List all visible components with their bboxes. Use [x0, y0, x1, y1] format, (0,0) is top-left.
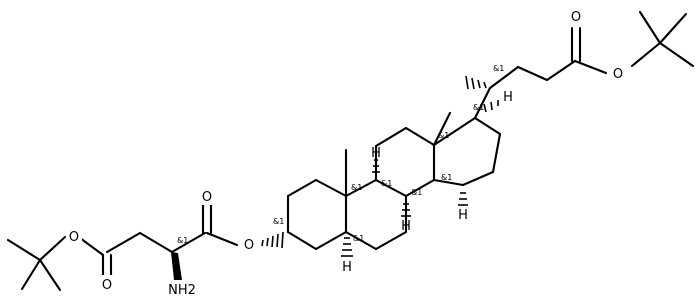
atom-h-c5: H [342, 260, 352, 275]
atom-h-c17: H [503, 90, 513, 105]
atom-o-ester-link: O [238, 236, 260, 253]
stereo-label-c10: &1 [351, 183, 362, 192]
svg-text:O: O [69, 230, 79, 245]
svg-text:O: O [613, 67, 623, 82]
stereo-label-c3: &1 [273, 217, 284, 226]
svg-text:NH2: NH2 [168, 283, 196, 298]
stereo-label-c9: &1 [381, 179, 392, 188]
atom-o-aspartate-carbonyl: O [99, 275, 115, 293]
svg-text:O: O [244, 238, 254, 253]
atom-amine: NH2 [165, 280, 199, 298]
stereo-label-c17: &1 [473, 103, 484, 112]
atom-labels: O O NH2 O O O O H H H H H [66, 8, 629, 298]
atom-o-side-chain-link: O [607, 65, 629, 82]
svg-text:O: O [202, 190, 212, 205]
stereo-label-alpha-carbon: &1 [177, 236, 188, 245]
stereo-label-c14: &1 [441, 173, 452, 182]
bond-skeleton [6, 10, 695, 292]
stereo-label-c13: &1 [438, 131, 449, 140]
stereo-label-c8: &1 [411, 188, 422, 197]
stereo-labels: &1 &1 &1 &1 &1 &1 &1 &1 &1 &1 [177, 64, 504, 245]
atom-h-c14: H [458, 208, 468, 223]
atom-h-c8: H [401, 219, 411, 234]
svg-text:O: O [571, 10, 581, 25]
svg-text:O: O [102, 278, 112, 293]
stereo-label-c5: &1 [353, 234, 364, 243]
atom-o-ester-carbonyl: O [199, 188, 215, 205]
stereo-label-c20: &1 [493, 64, 504, 73]
atom-o-side-chain-carbonyl: O [568, 8, 584, 25]
atom-h-c9: H [371, 146, 381, 161]
atom-o-left-link: O [66, 227, 82, 245]
